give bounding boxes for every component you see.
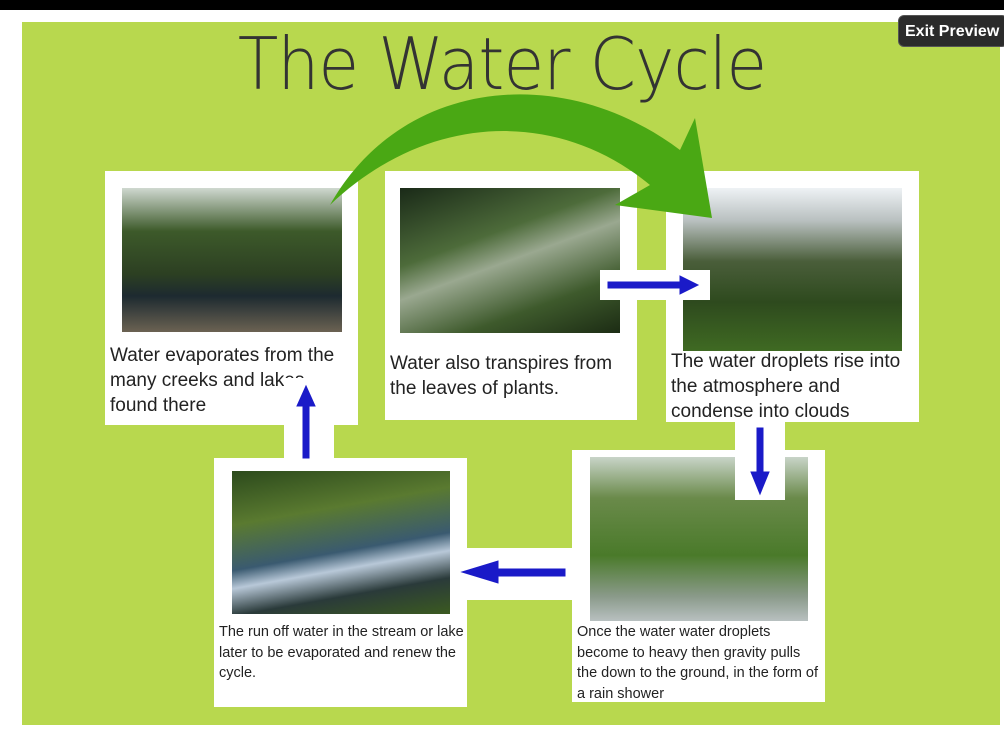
creek-lake-photo	[122, 188, 342, 332]
exit-preview-button[interactable]: Exit Preview	[898, 15, 1004, 47]
card-runoff: The run off water in the stream or lake …	[214, 458, 467, 707]
card-text: Once the water water droplets become to …	[577, 624, 819, 702]
card-text: The water droplets rise into the atmosph…	[671, 351, 901, 422]
page-title: The Water Cycle	[237, 22, 767, 106]
card-text: Water also transpires from the leaves of…	[390, 353, 613, 399]
top-bar	[0, 0, 1004, 10]
arrow-up-icon	[296, 384, 316, 459]
arrow-down-icon	[750, 427, 770, 496]
curved-green-arrow	[330, 94, 712, 218]
card-text: Water evaporates from the many creeks an…	[110, 345, 335, 416]
card-text: The run off water in the stream or lake …	[219, 624, 464, 681]
stream-photo	[232, 471, 450, 614]
misty-mountains-photo	[683, 188, 902, 351]
forest-leaves-photo	[400, 188, 620, 333]
arrow-left-icon	[460, 560, 566, 584]
arrow-right-icon	[607, 275, 700, 295]
card-transpiration: Water also transpires from the leaves of…	[385, 171, 637, 420]
